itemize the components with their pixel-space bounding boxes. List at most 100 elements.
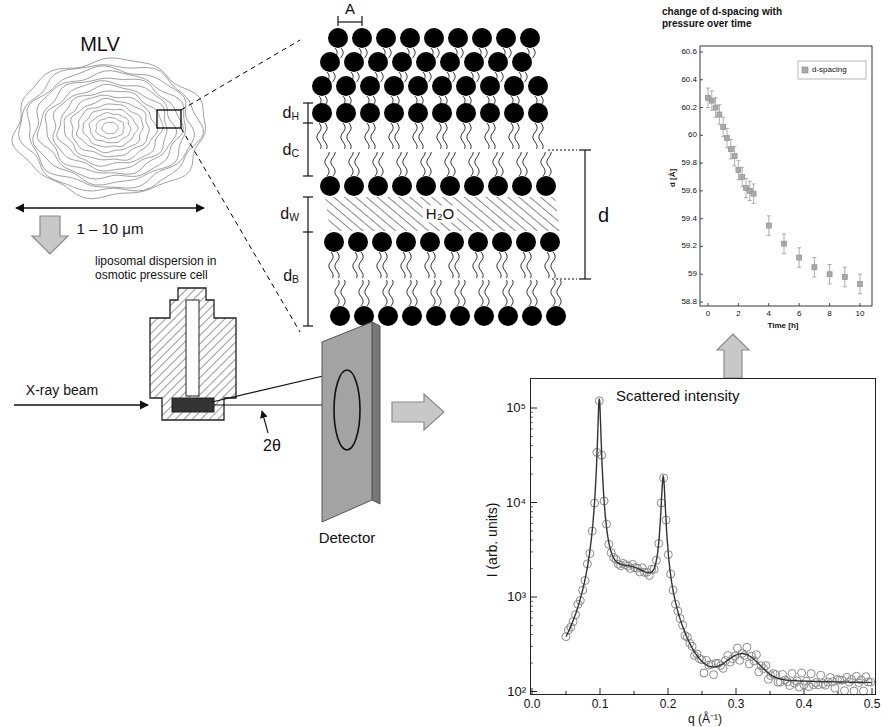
error-bar <box>752 183 756 184</box>
lipid-head <box>424 28 444 48</box>
lipid-tail <box>383 280 387 306</box>
lipid-tail <box>533 280 537 306</box>
lipid-head <box>408 103 428 123</box>
scattered-beam <box>212 373 336 402</box>
lipid-head <box>480 103 500 123</box>
lipid-tail <box>431 252 435 278</box>
lipid-tail <box>353 252 357 278</box>
data-point <box>733 644 741 652</box>
data-point <box>717 112 722 117</box>
lipid-tail <box>317 123 321 149</box>
error-bar <box>710 90 714 91</box>
block-arrow <box>32 216 68 254</box>
data-point <box>858 281 863 286</box>
lipid-head <box>426 306 446 326</box>
lipid-tail <box>389 123 393 149</box>
label: 59.6 <box>681 186 697 195</box>
tick <box>530 502 537 503</box>
lipid-head <box>402 306 422 326</box>
data-point <box>831 684 839 692</box>
lipid-head <box>396 232 416 252</box>
lipid-tail <box>493 152 497 176</box>
lipid-head <box>492 232 512 252</box>
plot-title: Scattered intensity <box>616 387 739 405</box>
lipid-tail <box>551 252 555 278</box>
error-bar <box>706 107 710 108</box>
tick <box>700 107 703 108</box>
error-bar <box>797 247 801 248</box>
data-point <box>795 683 803 691</box>
mlv-ring <box>89 113 131 143</box>
lipid-tail <box>539 123 543 149</box>
error-bar <box>828 283 832 284</box>
lipid-head <box>498 306 518 326</box>
lipid-tail <box>331 152 335 176</box>
data-point <box>786 682 794 690</box>
lipid-head <box>384 76 404 96</box>
lipid-tail <box>443 123 447 149</box>
lipid-head <box>378 306 398 326</box>
data-point <box>807 670 815 678</box>
data-point <box>725 136 730 141</box>
lipid-tail <box>389 48 392 58</box>
lipid-tail <box>511 96 513 104</box>
label: 0 <box>706 309 710 318</box>
data-point <box>788 670 796 678</box>
lipid-tail <box>341 123 345 149</box>
lipid-tail <box>397 96 399 104</box>
data-point <box>850 687 858 695</box>
lipid-tail <box>381 72 384 82</box>
lipid-head <box>368 176 388 196</box>
label: 60 <box>688 131 697 140</box>
error-bar <box>729 139 733 140</box>
lipid-tail <box>379 152 383 176</box>
data-point <box>752 651 760 659</box>
data-point <box>841 687 849 695</box>
tick <box>768 303 769 306</box>
lipid-tail <box>349 96 351 104</box>
data-point <box>732 154 737 159</box>
xray-beam <box>14 404 148 405</box>
plot-frame: Scattered intensity <box>530 378 876 695</box>
lipid-head <box>416 52 436 72</box>
error-bar <box>733 165 737 166</box>
error-bar <box>744 178 748 179</box>
label: I (arb. units) <box>484 503 500 578</box>
error-bar <box>812 277 816 278</box>
lipid-head <box>328 28 348 48</box>
pressure-cell <box>150 288 236 420</box>
lipid-tail <box>485 280 489 306</box>
label: dB <box>283 267 299 285</box>
tick <box>600 688 601 695</box>
lipid-head <box>474 306 494 326</box>
label: 2 <box>736 309 740 318</box>
lipid-tail <box>437 48 440 58</box>
lipid-tail <box>461 280 465 306</box>
lipid-tail <box>437 123 441 149</box>
lipid-head <box>496 28 516 48</box>
label: 0.3 <box>728 698 745 712</box>
label: 8 <box>827 309 831 318</box>
legend-text: d-spacing <box>812 65 847 74</box>
error-bar <box>752 203 756 204</box>
lipid-tail <box>395 123 399 149</box>
tick <box>700 79 703 80</box>
lipid-head <box>372 232 392 252</box>
tick <box>860 303 861 306</box>
lipid-head <box>336 76 356 96</box>
lipid-tail <box>333 72 336 82</box>
angle-arrow <box>262 411 268 433</box>
tick <box>700 302 703 303</box>
lipid-head <box>320 176 340 196</box>
lipid-tail <box>437 280 441 306</box>
lipid-tail <box>525 72 528 82</box>
lipid-tail <box>383 252 387 278</box>
label: 58.8 <box>681 297 697 306</box>
lipid-tail <box>527 280 531 306</box>
lipid-tail <box>445 152 449 176</box>
error-bar <box>736 160 740 161</box>
label: dH <box>283 104 299 122</box>
tick <box>700 246 703 247</box>
label: 59.4 <box>681 214 697 223</box>
